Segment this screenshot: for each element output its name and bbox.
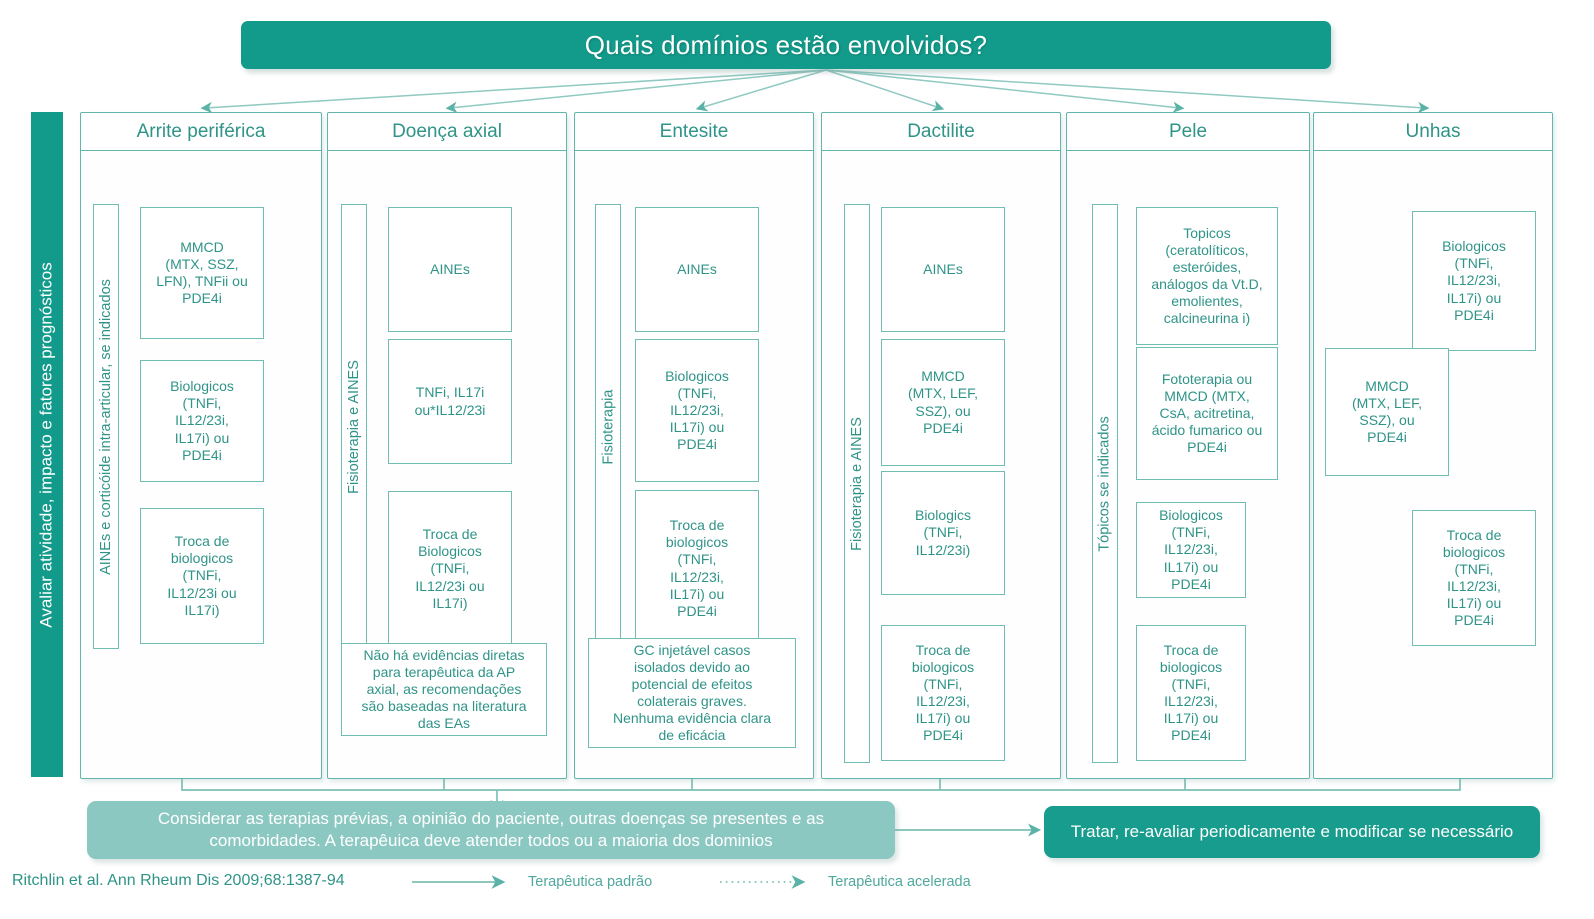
- step-box-text: Troca de Biologicos (TNFi, IL12/23i ou I…: [415, 526, 485, 611]
- step-box-dactilite-3: Biologics (TNFi, IL12/23i): [881, 471, 1005, 595]
- step-box-unhas-2: MMCD (MTX, LEF, SSZ), ou PDE4i: [1325, 348, 1449, 476]
- step-box-text: Fototerapia ou MMCD (MTX, CsA, acitretin…: [1151, 370, 1263, 456]
- left-rail-label: Avaliar atividade, impacto e fatores pro…: [37, 261, 57, 628]
- column-header-arrite-periferica: Arrite periférica: [81, 113, 321, 151]
- step-box-text: AINEs: [430, 260, 470, 277]
- side-box-arrite-periferica: AINEs e corticóide intra-articular, se i…: [93, 204, 119, 649]
- step-box-text: MMCD (MTX, LEF, SSZ), ou PDE4i: [907, 368, 978, 436]
- step-box-text: MMCD (MTX, LEF, SSZ), ou PDE4i: [1351, 377, 1422, 446]
- step-box-text: Biologicos (TNFi, IL12/23i, IL17i) ou PD…: [1442, 238, 1506, 323]
- step-box-text: MMCD (MTX, SSZ, LFN), TNFii ou PDE4i: [156, 238, 248, 307]
- step-box-unhas-3: Troca de biologicos (TNFi, IL12/23i, IL1…: [1412, 510, 1536, 646]
- step-box-text: Biologics (TNFi, IL12/23i): [914, 507, 972, 558]
- step-box-text: Biologicos (TNFi, IL12/23i, IL17i) ou PD…: [665, 367, 729, 453]
- step-box-unhas-1: Biologicos (TNFi, IL12/23i, IL17i) ou PD…: [1412, 211, 1536, 351]
- column-header-doenca-axial: Doença axial: [328, 113, 566, 151]
- step-box-entesite-2: Biologicos (TNFi, IL12/23i, IL17i) ou PD…: [635, 339, 759, 482]
- column-title: Doença axial: [392, 120, 502, 142]
- column-header-pele: Pele: [1067, 113, 1309, 151]
- step-box-dactilite-4: Troca de biologicos (TNFi, IL12/23i, IL1…: [881, 625, 1005, 761]
- step-box-text: Troca de biologicos (TNFi, IL12/23i, IL1…: [1442, 526, 1506, 629]
- step-box-axial-1: AINEs: [388, 207, 512, 332]
- column-header-entesite: Entesite: [575, 113, 813, 151]
- column-header-dactilite: Dactilite: [822, 113, 1060, 151]
- column-title: Arrite periférica: [136, 120, 266, 142]
- note-text: Não há evidências diretas para terapêuti…: [361, 646, 527, 732]
- note-box-entesite: GC injetável casos isolados devido ao po…: [588, 638, 796, 748]
- step-box-text: Topicos (ceratolíticos, esteróides, anál…: [1151, 224, 1263, 327]
- step-box-text: Biologicos (TNFi, IL12/23i, IL17i) ou PD…: [170, 378, 234, 463]
- side-box-doenca-axial: Fisioterapia e AINES: [341, 204, 367, 649]
- side-box-entesite: Fisioterapia: [595, 204, 621, 649]
- step-box-entesite-3: Troca de biologicos (TNFi, IL12/23i, IL1…: [635, 490, 759, 647]
- column-title: Unhas: [1405, 120, 1461, 142]
- step-box-arrite-3: Troca de biologicos (TNFi, IL12/23i ou I…: [140, 508, 264, 644]
- step-box-pele-3: Biologicos (TNFi, IL12/23i, IL17i) ou PD…: [1136, 502, 1246, 598]
- column-title: Pele: [1168, 120, 1208, 142]
- legend-standard-label: Terapêutica padrão: [528, 874, 653, 890]
- step-box-axial-2: TNFi, IL17i ou*IL12/23i: [388, 339, 512, 464]
- step-box-dactilite-1: AINEs: [881, 207, 1005, 332]
- citation: Ritchlin et al. Ann Rheum Dis 2009;68:13…: [12, 872, 345, 889]
- step-box-text: Biologicos (TNFi, IL12/23i, IL17i) ou PD…: [1159, 507, 1223, 592]
- step-box-axial-3: Troca de Biologicos (TNFi, IL12/23i ou I…: [388, 491, 512, 647]
- side-box-label: Fisioterapia e AINES: [849, 416, 866, 551]
- side-box-label: Tópicos se indicados: [1097, 415, 1114, 552]
- column-header-unhas: Unhas: [1314, 113, 1552, 151]
- considerations-pill: Considerar as terapias prévias, a opiniã…: [87, 801, 895, 859]
- step-box-entesite-1: AINEs: [635, 207, 759, 332]
- side-box-dactilite: Fisioterapia e AINES: [844, 204, 870, 763]
- step-box-pele-4: Troca de biologicos (TNFi, IL12/23i, IL1…: [1136, 625, 1246, 761]
- note-text: GC injetável casos isolados devido ao po…: [613, 641, 771, 744]
- step-box-text: AINEs: [677, 260, 717, 277]
- step-box-text: Troca de biologicos (TNFi, IL12/23i ou I…: [167, 533, 237, 618]
- step-box-text: Troca de biologicos (TNFi, IL12/23i, IL1…: [911, 641, 975, 744]
- considerations-text: Considerar as terapias prévias, a opiniã…: [157, 808, 825, 850]
- side-box-label: Fisioterapia: [600, 389, 617, 464]
- step-box-arrite-1: MMCD (MTX, SSZ, LFN), TNFii ou PDE4i: [140, 207, 264, 339]
- note-box-doenca-axial: Não há evidências diretas para terapêuti…: [341, 643, 547, 736]
- step-box-arrite-2: Biologicos (TNFi, IL12/23i, IL17i) ou PD…: [140, 360, 264, 482]
- step-box-text: AINEs: [923, 260, 963, 277]
- step-box-pele-1: Topicos (ceratolíticos, esteróides, anál…: [1136, 207, 1278, 345]
- side-box-label: Fisioterapia e AINES: [346, 359, 363, 494]
- column-title: Entesite: [659, 120, 729, 142]
- column-title: Dactilite: [907, 120, 975, 142]
- step-box-text: TNFi, IL17i ou*IL12/23i: [414, 384, 486, 418]
- page-title: Quais domínios estão envolvidos?: [584, 29, 988, 60]
- treat-pill: Tratar, re-avaliar periodicamente e modi…: [1044, 806, 1540, 858]
- header-banner: Quais domínios estão envolvidos?: [241, 21, 1331, 69]
- left-rail: Avaliar atividade, impacto e fatores pro…: [31, 112, 63, 777]
- step-box-text: Troca de biologicos (TNFi, IL12/23i, IL1…: [1159, 641, 1223, 744]
- treat-text: Tratar, re-avaliar periodicamente e modi…: [1070, 821, 1514, 841]
- side-box-label: AINEs e corticóide intra-articular, se i…: [98, 278, 114, 575]
- side-box-pele: Tópicos se indicados: [1092, 204, 1118, 763]
- step-box-text: Troca de biologicos (TNFi, IL12/23i, IL1…: [665, 517, 729, 619]
- step-box-dactilite-2: MMCD (MTX, LEF, SSZ), ou PDE4i: [881, 339, 1005, 466]
- step-box-pele-2: Fototerapia ou MMCD (MTX, CsA, acitretin…: [1136, 347, 1278, 480]
- legend-accelerated-label: Terapêutica acelerada: [828, 874, 971, 890]
